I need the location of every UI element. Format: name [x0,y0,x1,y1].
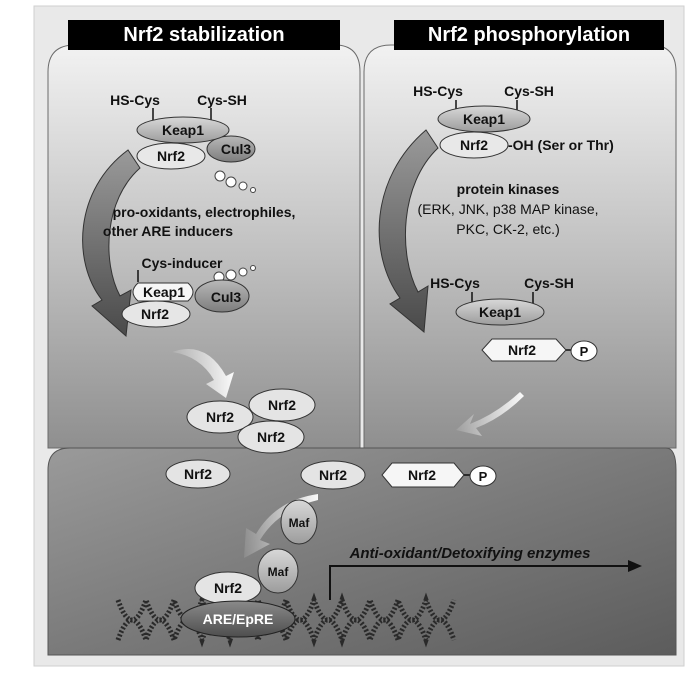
left-keap1-label: Keap1 [162,122,204,138]
inducers-line-1: pro-oxidants, electrophiles, [113,204,296,220]
left-nrf2-label: Nrf2 [157,148,185,164]
enzymes-label: Anti-oxidant/Detoxifying enzymes [349,545,591,562]
right-phosphate-oval [570,340,598,362]
nucleus-nrf2-p-label: Nrf2 [408,467,436,483]
maf-bottom-oval [257,548,299,594]
cys-inducer-label: Cys-inducer [142,255,223,271]
right-cys-sh-label: Cys-SH [504,83,554,99]
oh-ser-thr-label: -OH (Ser or Thr) [508,137,614,153]
ubiquitin-bubbles-top [214,170,256,193]
left-cul3-oval [206,135,256,163]
left-nrf2-label-b: Nrf2 [141,306,169,322]
maf-top-oval [280,499,318,545]
dna-helix [115,592,457,648]
left-keap1-oval [136,116,230,144]
left-panel-title: Nrf2 stabilization [123,24,284,46]
nucleus-nrf2-hex [381,462,465,488]
nrf2-row-label-2: Nrf2 [319,467,347,483]
left-cul3-label-b: Cul3 [211,289,242,305]
nucleus-phosphate-oval [469,465,497,487]
right-nrf2-hex [481,338,567,362]
left-nrf2-oval [136,142,206,170]
kinases-line-1: protein kinases [457,181,560,197]
left-cul3-label: Cul3 [221,141,252,157]
transcription-arrowhead [628,560,642,572]
maf-bottom-label: Maf [268,565,290,579]
right-keap1-label-b: Keap1 [479,304,521,320]
nucleus-phosphate-label: P [479,469,488,484]
right-white-arrow [456,392,524,436]
nrf2-cluster-label-1: Nrf2 [206,409,234,425]
right-keap1-oval-b [455,298,545,326]
left-cul3-oval-b [194,279,250,313]
left-cys-sh-label: Cys-SH [197,92,247,108]
ubiquitin-bubbles-bottom [213,265,256,283]
inducers-line-2: other ARE inducers [103,223,233,239]
right-nrf2-label: Nrf2 [460,137,488,153]
nrf2-cluster-2 [248,388,316,422]
right-curved-arrow [378,129,439,333]
right-panel-title: Nrf2 phosphorylation [428,24,630,46]
kinases-line-3: PKC, CK-2, etc.) [456,221,559,237]
left-curved-arrow [82,149,141,338]
nrf2-row-label-1: Nrf2 [184,466,212,482]
left-hs-cys-label: HS-Cys [110,92,160,108]
right-title-box [394,20,664,50]
maf-top-label: Maf [289,516,311,530]
left-keap1-label-b: Keap1 [143,284,185,300]
nrf2-cluster-3 [237,420,305,454]
left-white-arrow [172,349,234,398]
right-panel [363,44,677,449]
right-cys-sh-label-b: Cys-SH [524,275,574,291]
right-hs-cys-label: HS-Cys [413,83,463,99]
transcription-line [329,565,630,600]
nrf2-cluster-label-3: Nrf2 [257,429,285,445]
right-keap1-oval [437,105,531,133]
right-phosphate-label: P [580,344,589,359]
right-nrf2-oval [439,131,509,159]
left-title-box [68,20,340,50]
right-nrf2-p-label: Nrf2 [508,342,536,358]
left-keap1-shape-b [132,282,194,302]
nrf2-bound-label: Nrf2 [214,580,242,596]
right-hs-cys-label-b: HS-Cys [430,275,480,291]
are-epre-label: ARE/EpRE [203,611,274,627]
nrf2-row-2 [300,460,366,490]
nrf2-cluster-1 [186,400,254,434]
are-eprE-oval [180,600,296,638]
nrf2-row-1 [165,459,231,489]
kinases-line-2: (ERK, JNK, p38 MAP kinase, [417,201,598,217]
left-nrf2-oval-b [121,300,191,328]
nucleus-white-arrow [244,494,318,558]
right-keap1-label: Keap1 [463,111,505,127]
nrf2-cluster-label-2: Nrf2 [268,397,296,413]
